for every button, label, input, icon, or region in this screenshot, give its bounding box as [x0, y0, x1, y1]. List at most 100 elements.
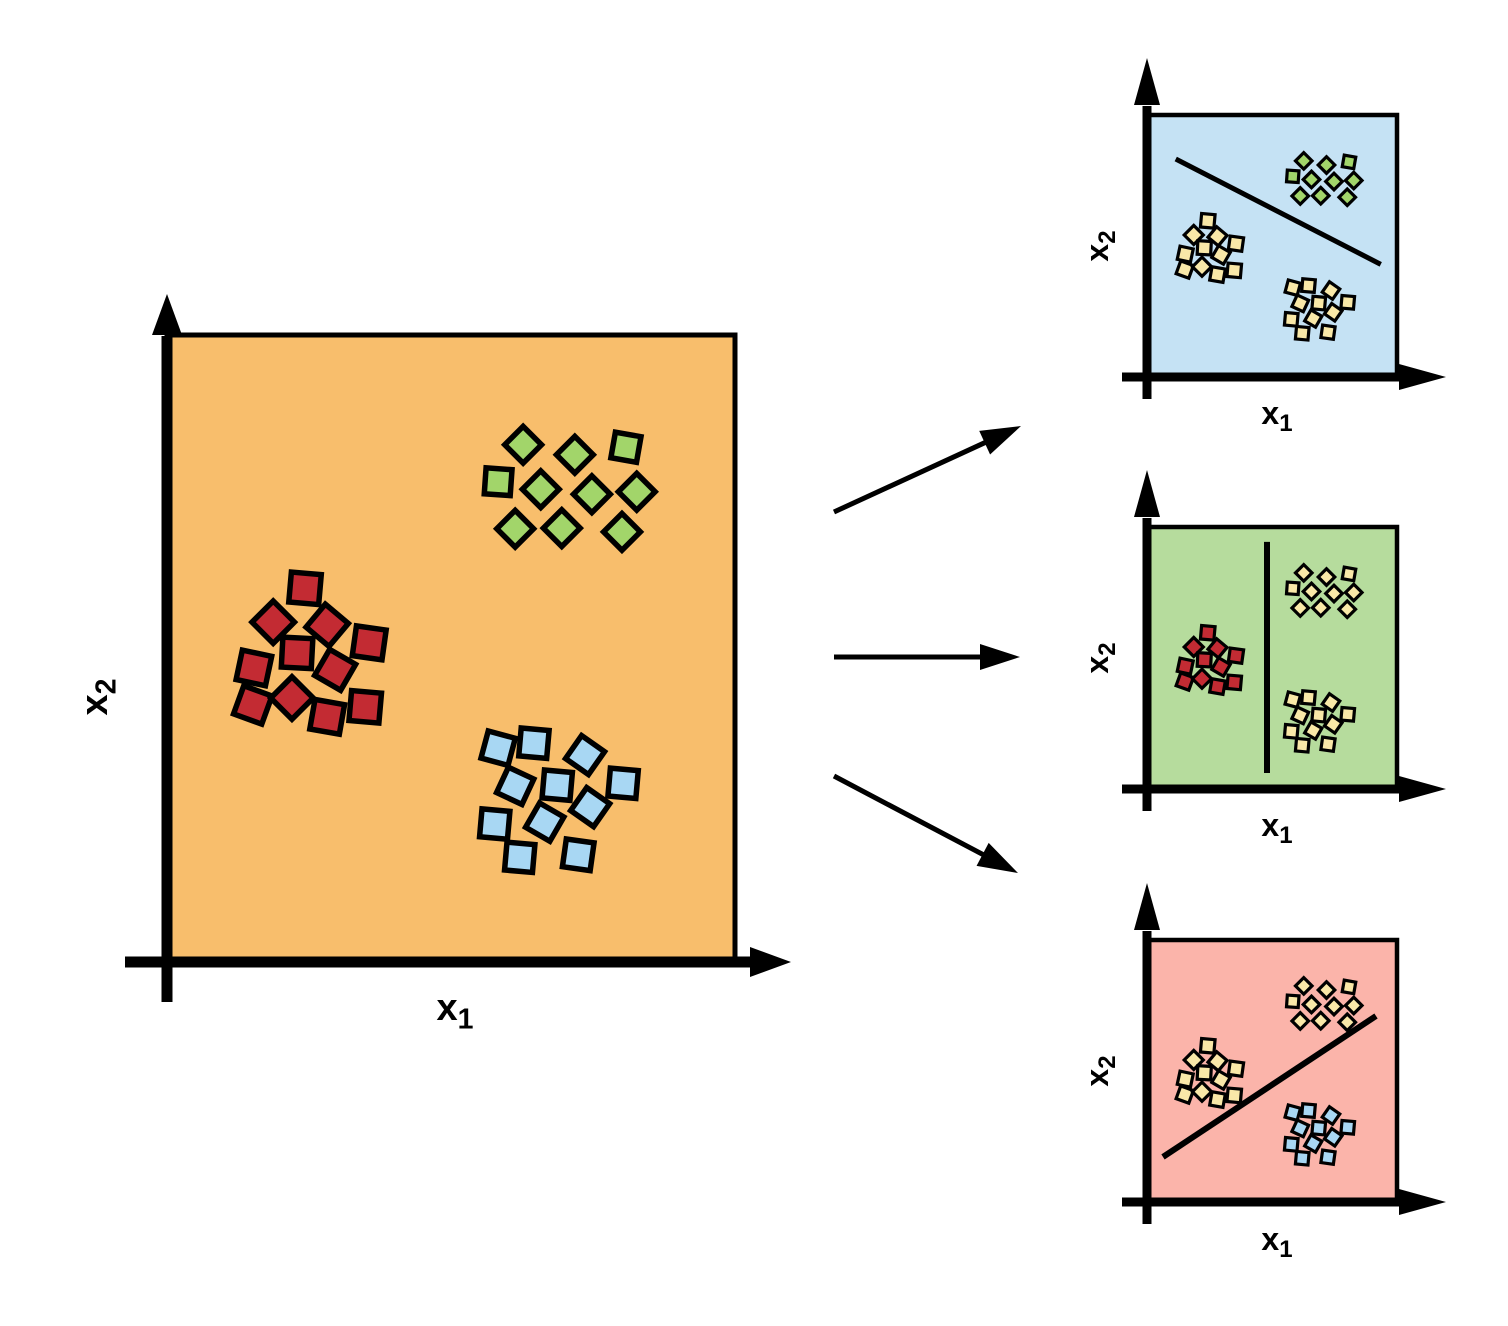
green-data-point: [1336, 186, 1358, 208]
cream-data-point: [1198, 211, 1217, 230]
cream-data-point: [1195, 1064, 1214, 1082]
blue-data-point: [604, 765, 642, 802]
arrow-to-blue-panel: [832, 773, 1018, 873]
arrow-to-red-panel: [834, 644, 1020, 670]
green-data-point: [1289, 185, 1311, 207]
cream-data-point: [1209, 1068, 1233, 1092]
x1-axis-label: x1: [1261, 395, 1292, 437]
green-data-point: [539, 505, 585, 551]
cream-data-point: [1293, 975, 1315, 997]
cream-data-point: [1299, 277, 1318, 295]
cream-data-point: [1339, 705, 1357, 723]
arrow-to-green-panel: [832, 426, 1021, 515]
y-axis-arrowhead-icon: [152, 294, 182, 335]
cream-data-point: [1302, 307, 1325, 330]
red-data-point: [1226, 646, 1246, 666]
green-data-point: [1284, 168, 1301, 185]
blue-data-point: [515, 725, 553, 762]
blue-data-point: [1293, 1149, 1311, 1167]
cream-data-point: [1283, 689, 1303, 710]
red-data-point: [1195, 651, 1214, 669]
y-axis-arrowhead-icon: [1134, 470, 1160, 517]
green-data-point: [518, 466, 564, 512]
cream-data-point: [1315, 979, 1338, 1001]
cream-data-point: [1207, 1089, 1228, 1110]
red-data-point: [349, 622, 390, 663]
cream-data-point: [1282, 310, 1300, 328]
cream-data-point: [1289, 704, 1311, 726]
mapping-arrowhead-icon: [976, 842, 1018, 873]
y-axis-arrowhead-icon: [1134, 58, 1160, 105]
green-data-point: [500, 422, 546, 467]
cream-data-point: [1174, 1083, 1196, 1106]
red-data-point: [285, 569, 325, 608]
one-vs-rest-red-plot: x1 x2: [1079, 470, 1446, 849]
cream-data-point: [1289, 1010, 1311, 1032]
y-axis-arrowhead-icon: [1134, 883, 1160, 930]
blue-data-point: [1319, 1148, 1337, 1167]
red-data-point: [230, 682, 276, 728]
blue-data-point: [559, 835, 598, 874]
cream-data-point: [1340, 565, 1358, 583]
x2-axis-label: x2: [1079, 230, 1121, 261]
blue-data-point: [477, 727, 519, 769]
x2-axis-label: x2: [1079, 642, 1121, 673]
cream-data-point: [1323, 583, 1345, 605]
cream-data-point: [1310, 706, 1328, 724]
cream-data-point: [1225, 261, 1244, 280]
cream-data-point: [1336, 598, 1358, 620]
cream-data-point: [1282, 722, 1300, 740]
cream-data-point: [1225, 1086, 1244, 1105]
green-data-point: [1340, 153, 1358, 171]
green-data-point: [481, 464, 515, 499]
red-data-point: [1190, 666, 1214, 691]
mapping-arrowhead-icon: [980, 644, 1020, 670]
mapping-arrow-shaft: [832, 440, 987, 515]
red-data-point: [1225, 673, 1244, 692]
cream-data-point: [1343, 581, 1365, 604]
x1-axis-label: x1: [1261, 807, 1292, 849]
red-data-point: [278, 634, 316, 672]
decision-boundary-line: [1174, 156, 1382, 267]
green-data-point: [492, 506, 538, 552]
mapping-arrowhead-icon: [979, 426, 1021, 455]
blue-data-point: [521, 799, 568, 846]
cream-data-point: [1319, 323, 1337, 342]
blue-data-point: [1339, 1118, 1357, 1136]
cream-data-point: [1226, 234, 1246, 254]
green-data-point: [569, 471, 615, 517]
blue-data-point: [539, 767, 576, 804]
red-data-point: [346, 687, 385, 727]
cream-data-point: [1319, 279, 1343, 302]
cream-data-point: [1190, 1079, 1214, 1104]
blue-data-point: [1283, 1102, 1303, 1123]
cream-data-point: [1343, 994, 1365, 1017]
blue-data-point: [561, 731, 609, 779]
x2-axis-label: x2: [74, 679, 122, 716]
cream-data-point: [1336, 1011, 1358, 1033]
mapping-arrow-shaft: [832, 773, 985, 858]
x1-axis-label: x1: [1261, 1221, 1292, 1263]
cream-data-point: [1226, 1059, 1246, 1079]
green-data-point: [599, 509, 645, 555]
cream-data-point: [1293, 562, 1315, 584]
x-axis-arrowhead-icon: [1399, 364, 1446, 390]
red-data-point: [310, 645, 360, 695]
cream-data-point: [1323, 996, 1345, 1018]
red-data-point: [232, 646, 275, 689]
cream-data-point: [1209, 243, 1233, 267]
green-data-point: [1293, 150, 1315, 172]
blue-data-point: [476, 805, 513, 843]
blue-data-point: [1299, 1102, 1318, 1120]
cream-data-point: [1300, 993, 1323, 1015]
cream-data-point: [1289, 292, 1311, 314]
cream-data-point: [1310, 294, 1328, 312]
blue-data-point: [1322, 1126, 1345, 1149]
red-data-point: [1198, 623, 1217, 642]
red-data-point: [1174, 670, 1196, 693]
x-axis-arrowhead-icon: [1399, 1189, 1446, 1215]
cream-data-point: [1195, 239, 1214, 257]
cream-data-point: [1339, 293, 1357, 311]
